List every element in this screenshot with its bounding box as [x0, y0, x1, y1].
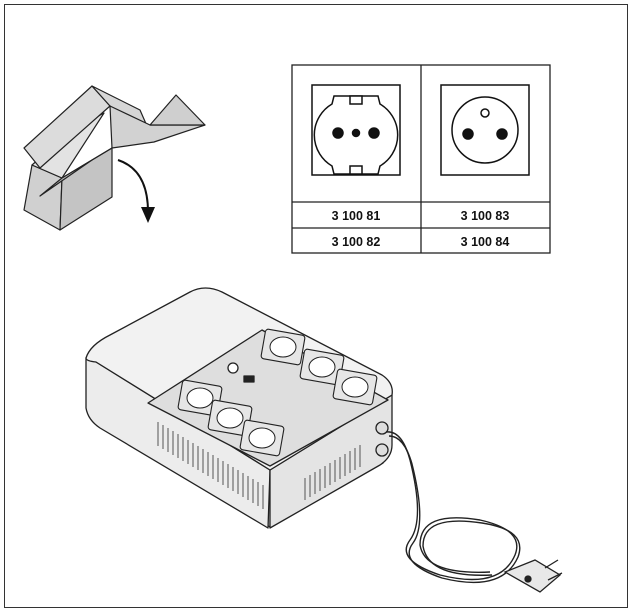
code-cell: 3 100 83 [461, 209, 510, 223]
code-cell: 3 100 81 [332, 209, 381, 223]
opened-box-icon [23, 85, 206, 231]
code-cell: 3 100 84 [461, 235, 510, 249]
plug-icon [503, 559, 563, 593]
power-cable [385, 431, 521, 584]
rotate-arrow-icon [117, 159, 155, 223]
ups-device [85, 287, 393, 529]
code-cell: 3 100 82 [332, 235, 381, 249]
french-socket-icon [440, 84, 530, 176]
schuko-socket-icon [311, 84, 401, 176]
